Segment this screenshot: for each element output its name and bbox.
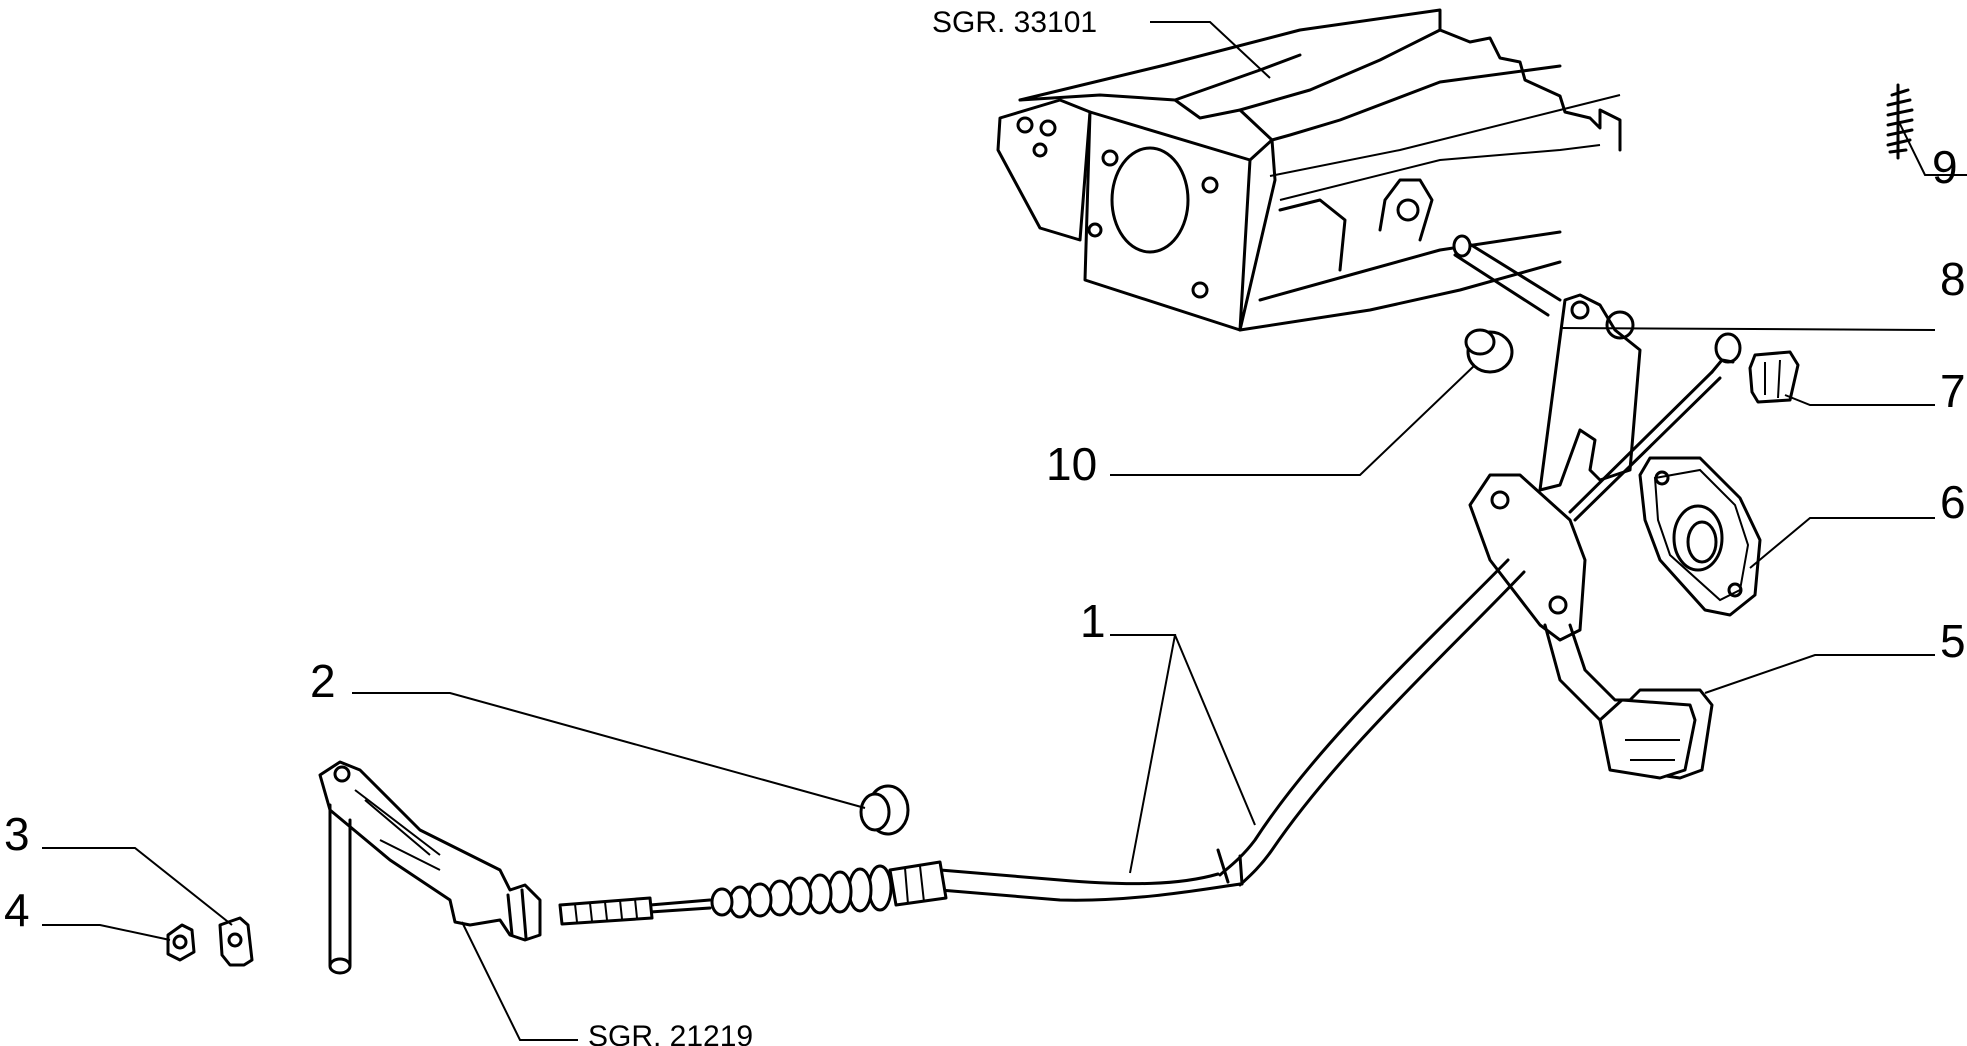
reference-sgr-33101: SGR. 33101 (932, 6, 1097, 39)
nut (166, 923, 196, 962)
retaining-clip (1748, 350, 1800, 404)
leader-8 (1559, 327, 1936, 331)
leader-7 (1784, 394, 1935, 406)
fork-clip (218, 916, 254, 967)
leader-5 (1704, 654, 1935, 694)
pedal-bushing (1464, 328, 1514, 374)
cable-bellows (710, 864, 893, 919)
gasket-plate (1638, 456, 1762, 617)
leader-lines (42, 21, 1967, 1041)
leader-sgr-21219 (461, 921, 578, 1041)
pedal-pivot-pin (1452, 234, 1562, 317)
release-fork (318, 760, 542, 975)
reference-sgr-21219: SGR. 21219 (588, 1020, 753, 1046)
return-spring (1886, 83, 1914, 160)
leader-1a (1110, 634, 1177, 874)
callout-7: 7 (1940, 365, 1966, 417)
clutch-pedal-arm (1468, 293, 1642, 722)
leader-4 (42, 924, 171, 941)
leader-2 (352, 692, 866, 809)
pushrod (1568, 332, 1742, 522)
pedal-pad (1598, 688, 1714, 780)
callout-5: 5 (1940, 615, 1966, 667)
callout-3: 3 (4, 808, 30, 860)
callout-1: 1 (1080, 595, 1106, 647)
pedal-support-bracket (996, 8, 1622, 332)
leader-sgr-33101 (1150, 21, 1271, 79)
cable-grommet (859, 784, 910, 836)
callout-6: 6 (1940, 476, 1966, 528)
leader-1b (1174, 634, 1256, 826)
leader-6 (1749, 517, 1935, 569)
callout-10: 10 (1046, 438, 1097, 490)
callout-9: 9 (1932, 141, 1958, 193)
leader-3 (42, 847, 233, 926)
clutch-cable (558, 558, 1526, 926)
callout-8: 8 (1940, 253, 1966, 305)
callout-2: 2 (310, 655, 336, 707)
leader-9 (1897, 119, 1967, 176)
leader-10 (1110, 364, 1476, 476)
callout-4: 4 (4, 884, 30, 936)
